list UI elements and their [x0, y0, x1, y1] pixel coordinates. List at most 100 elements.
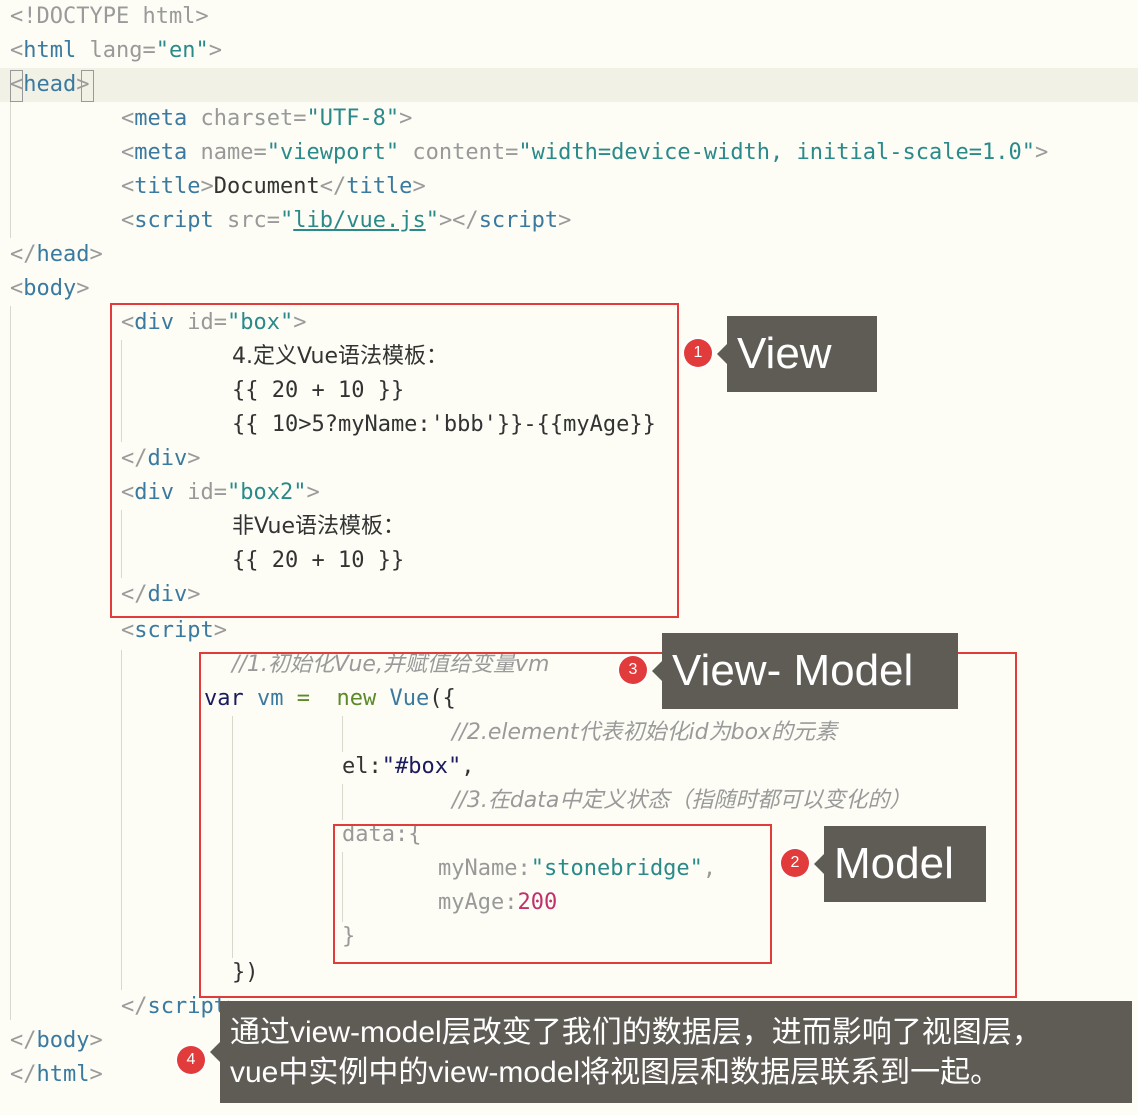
code-line-title[interactable]: <title>Document</title> [121, 174, 426, 199]
src-link[interactable]: lib/vue.js [293, 208, 426, 233]
code-line-meta-viewport[interactable]: <meta name="viewport" content="width=dev… [121, 140, 1049, 165]
colon: : [504, 890, 518, 915]
model-highlight-box [333, 824, 772, 964]
prop-value: "stonebridge" [530, 856, 703, 881]
viewmodel-badge: 3 [619, 656, 647, 684]
indent-guide [121, 650, 122, 990]
tag-name: head [23, 72, 77, 97]
code-line-div-box2[interactable]: <div id="box2"> [121, 480, 320, 505]
code-line-div-close[interactable]: </div> [121, 446, 201, 471]
tag-name: title [346, 174, 413, 199]
code-line-mustache-ternary[interactable]: {{ 10>5?myName:'bbb'}}-{{myAge}} [232, 408, 656, 442]
code-line-mustache-sum2[interactable]: {{ 20 + 10 }} [232, 544, 404, 578]
code-line-meta-charset[interactable]: <meta charset="UTF-8"> [121, 106, 413, 131]
view-highlight-box [110, 303, 679, 618]
comment-text: //2.element代表初始化id为box的元素 [452, 720, 838, 745]
code-line-mustache-sum[interactable]: {{ 20 + 10 }} [232, 374, 404, 408]
tag-name: script [134, 618, 214, 643]
attr-name: charset [200, 106, 294, 131]
attr-name: lang [76, 38, 143, 63]
summary-callout: 通过view-model层改变了我们的数据层，进而影响了视图层， vue中实例中… [210, 1001, 1132, 1103]
code-line-comment-1[interactable]: //1.初始化Vue,并赋值给变量vm [232, 648, 549, 682]
tag-name: meta [134, 140, 188, 165]
model-callout: Model [814, 826, 986, 902]
quote: " [279, 208, 294, 233]
mustache-text: {{ 20 + 10 }} [232, 548, 405, 573]
tag-name: div [134, 480, 174, 505]
tag-name: script [134, 208, 214, 233]
attr-value: "box" [227, 310, 294, 335]
tag-name: title [134, 174, 201, 199]
mustache-text: {{ 20 + 10 }} [232, 378, 405, 403]
attr-name: content [412, 140, 506, 165]
code-line-head-open[interactable]: <head> [10, 68, 89, 102]
code-line-body-close[interactable]: </body> [10, 1028, 103, 1053]
tag-name: div [134, 310, 174, 335]
keyword-var: var [204, 686, 244, 711]
code-line-html-close[interactable]: </html> [10, 1062, 103, 1087]
tag-name: head [36, 242, 90, 267]
summary-badge: 4 [177, 1046, 205, 1074]
data-key: data:{ [342, 822, 422, 847]
code-line-comment-3[interactable]: //3.在data中定义状态（指随时都可以变化的） [452, 784, 911, 818]
punctuation: , [702, 856, 717, 881]
title-text: Document [213, 174, 320, 199]
prop-key: el: [342, 754, 382, 779]
code-line-data-open[interactable]: data:{ [342, 818, 421, 852]
code-line-myage[interactable]: myAge:200 [438, 886, 557, 920]
code-line-data-close[interactable]: } [342, 920, 355, 954]
code-line-var-vm[interactable]: var vm = new Vue({ [204, 682, 456, 716]
model-badge: 2 [781, 849, 809, 877]
code-line-div2-close[interactable]: </div> [121, 582, 201, 607]
view-badge: 1 [684, 339, 712, 367]
tag-name: script [478, 208, 559, 233]
tag-name: div [147, 582, 188, 607]
prop-key: myAge [438, 890, 505, 915]
tag-name: body [23, 276, 77, 301]
attr-name: id [187, 310, 214, 335]
summary-line-2: vue中实例中的view-model将视图层和数据层联系到一起。 [230, 1056, 1001, 1089]
operator: = [283, 686, 337, 711]
attr-value: "en" [155, 38, 209, 63]
attr-value: "viewport" [266, 140, 400, 165]
prop-value: 200 [517, 890, 558, 915]
code-line-div-box[interactable]: <div id="box"> [121, 310, 307, 335]
attr-name: name [200, 140, 254, 165]
code-line-el[interactable]: el:"#box", [342, 750, 474, 784]
code-line-non-vue-label[interactable]: 非Vue语法模板： [232, 510, 405, 544]
class-name: Vue [389, 686, 430, 711]
code-line-vue-close[interactable]: }) [232, 956, 259, 990]
code-line-script-open[interactable]: <script> [121, 618, 227, 643]
template-label-text: 4.定义Vue语法模板： [232, 344, 449, 369]
indent-guide [10, 306, 11, 1020]
angle: < [10, 72, 24, 97]
current-line-highlight [0, 68, 1138, 102]
code-line-myname[interactable]: myName:"stonebridge", [438, 852, 716, 886]
view-label: View [737, 329, 832, 378]
bracket-match-right [81, 70, 94, 102]
tag-name: script [147, 994, 227, 1019]
code-line-template-label[interactable]: 4.定义Vue语法模板： [232, 340, 448, 374]
attr-name: id [187, 480, 214, 505]
code-line-head-close[interactable]: </head> [10, 242, 103, 267]
code-line-script-src[interactable]: <script src="lib/vue.js"></script> [121, 208, 572, 233]
code-line-comment-2[interactable]: //2.element代表初始化id为box的元素 [452, 716, 837, 750]
view-callout: View [717, 316, 877, 392]
model-label: Model [834, 839, 954, 888]
code-line-body-open[interactable]: <body> [10, 276, 90, 301]
code-line-doctype[interactable]: <!DOCTYPE html> [10, 0, 209, 34]
tag-name: body [36, 1028, 90, 1053]
keyword-new: new [336, 686, 377, 711]
angle: > [76, 72, 90, 97]
summary-line-1: 通过view-model层改变了我们的数据层，进而影响了视图层， [230, 1016, 1042, 1049]
indent-guide [232, 716, 233, 958]
prop-value: "#box" [381, 754, 462, 779]
viewmodel-callout: View- Model [652, 633, 958, 709]
tag-name: div [147, 446, 188, 471]
punctuation: ({ [429, 686, 456, 711]
indent-guide [121, 340, 122, 442]
code-line-html-open[interactable]: <html lang="en"> [10, 34, 222, 68]
angle: < [10, 38, 24, 63]
punctuation: , [461, 754, 475, 779]
non-vue-label-text: 非Vue语法模板： [232, 514, 406, 539]
